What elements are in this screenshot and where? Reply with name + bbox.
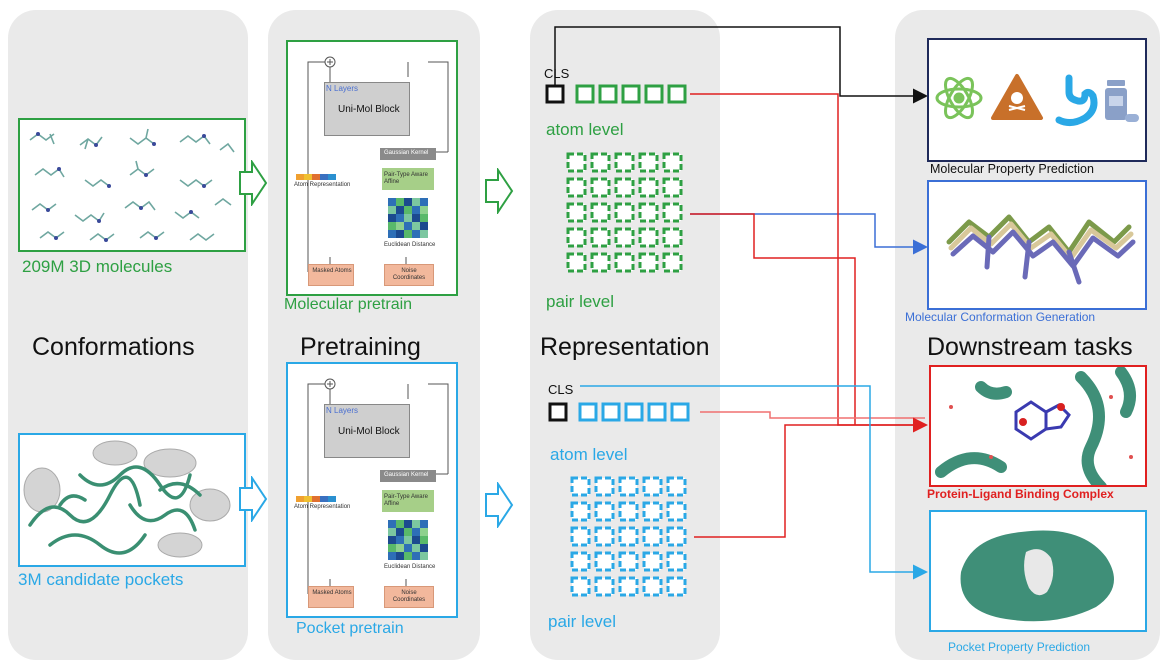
cls-label-molecule: CLS (544, 66, 570, 81)
pair-pocket-to-binding-line (694, 417, 928, 538)
pair-type-label: Pair-Type Aware Affine (384, 172, 428, 185)
pockets-image (18, 433, 246, 567)
masked-atoms-label: Masked Atoms (312, 268, 352, 274)
conformation-box (927, 180, 1147, 310)
euclid-dist-label: Euclidean Distance (384, 242, 436, 248)
pair-to-conformation-line (690, 213, 928, 255)
atom-repr-label: Atom Representation (294, 182, 351, 188)
atom-tokens-pocket (548, 402, 690, 422)
atom-repr-label: Atom Representation (294, 504, 351, 510)
molecules-caption: 209M 3D molecules (22, 257, 173, 276)
pocket-pretrain-caption: Pocket pretrain (296, 620, 404, 637)
pocket-property-box (929, 510, 1147, 632)
binding-caption: Protein-Ligand Binding Complex (927, 487, 1114, 501)
pretraining-title: Pretraining (300, 333, 421, 361)
atom-level-molecule: atom level (546, 120, 624, 139)
atom-pocket-to-binding-line (700, 411, 925, 419)
noise-coords-box (384, 586, 434, 608)
n-layers-label: N Layers (326, 84, 359, 93)
cls-to-property-line (554, 26, 928, 104)
conformations-title: Conformations (32, 333, 195, 361)
atom-icon (935, 76, 983, 120)
pocket-property-caption: Pocket Property Prediction (948, 640, 1091, 654)
distance-matrix (388, 520, 428, 560)
gaussian-kernel-label: Gaussian Kernel (384, 150, 429, 156)
pockets-sketch (23, 440, 231, 558)
property-icons (935, 74, 1139, 127)
atom-repr-bar (296, 496, 336, 502)
stomach-icon (1055, 74, 1098, 127)
unimol-block (324, 82, 410, 136)
conformation-caption: Molecular Conformation Generation (905, 310, 1096, 324)
molecules-sketch (29, 128, 235, 242)
property-caption: Molecular Property Prediction (930, 162, 1094, 176)
downstream-title: Downstream tasks (927, 333, 1133, 361)
pocket-surface-sketch (960, 530, 1114, 622)
toxic-warning-icon (991, 74, 1043, 120)
cls-label-pocket: CLS (548, 382, 574, 397)
arrow-pocket-to-representation (485, 482, 514, 528)
binding-sketch (935, 366, 1136, 493)
gaussian-kernel-label: Gaussian Kernel (384, 472, 429, 478)
noise-coords-label: Noise Coordinates (392, 268, 426, 281)
unimol-block (324, 404, 410, 458)
euclid-dist-label: Euclidean Distance (384, 564, 436, 570)
pair-molecule-to-binding-line (690, 213, 856, 425)
pair-level-pocket: pair level (548, 612, 617, 631)
cls-to-pocket-property-line (580, 385, 928, 580)
atom-level-pocket: atom level (550, 445, 628, 464)
arrow-molecular-to-representation (485, 168, 514, 214)
pocket-pretrain-diagram: N Layers Uni-Mol Block Gaussian Kernel P… (286, 362, 458, 618)
arrow-molecules-to-pretrain (239, 160, 268, 206)
molecular-pretrain-diagram: N Layers Uni-Mol Block Gaussian Kernel P… (286, 40, 458, 296)
unimol-block-title: Uni-Mol Block (338, 104, 400, 115)
pair-type-box (382, 168, 434, 190)
pair-grid-pocket (570, 476, 687, 597)
pair-grid-molecule (566, 152, 683, 273)
masked-atoms-box (308, 586, 354, 608)
pockets-caption: 3M candidate pockets (18, 570, 184, 589)
pair-type-box (382, 490, 434, 512)
pair-type-label: Pair-Type Aware Affine (384, 494, 428, 507)
molecular-pretrain-caption: Molecular pretrain (284, 296, 413, 313)
conformation-sketch (946, 214, 1136, 285)
atom-molecule-to-binding-line (690, 93, 925, 426)
pair-level-molecule: pair level (546, 292, 615, 311)
gaussian-kernel-box (380, 470, 436, 482)
medicine-bottle-icon (1105, 80, 1139, 122)
atom-tokens-molecule (545, 84, 687, 104)
representation-title: Representation (540, 333, 710, 361)
gaussian-kernel-box (380, 148, 436, 160)
binding-complex-box (929, 365, 1147, 493)
masked-atoms-label: Masked Atoms (312, 590, 352, 596)
noise-coords-label: Noise Coordinates (392, 590, 426, 603)
masked-atoms-box (308, 264, 354, 286)
molecules-image (18, 118, 246, 252)
unimol-block-title: Uni-Mol Block (338, 426, 400, 437)
noise-coords-box (384, 264, 434, 286)
n-layers-label: N Layers (326, 406, 359, 415)
arrow-pockets-to-pretrain (239, 476, 268, 522)
distance-matrix (388, 198, 428, 238)
property-prediction-box (927, 38, 1147, 162)
atom-repr-bar (296, 174, 336, 180)
